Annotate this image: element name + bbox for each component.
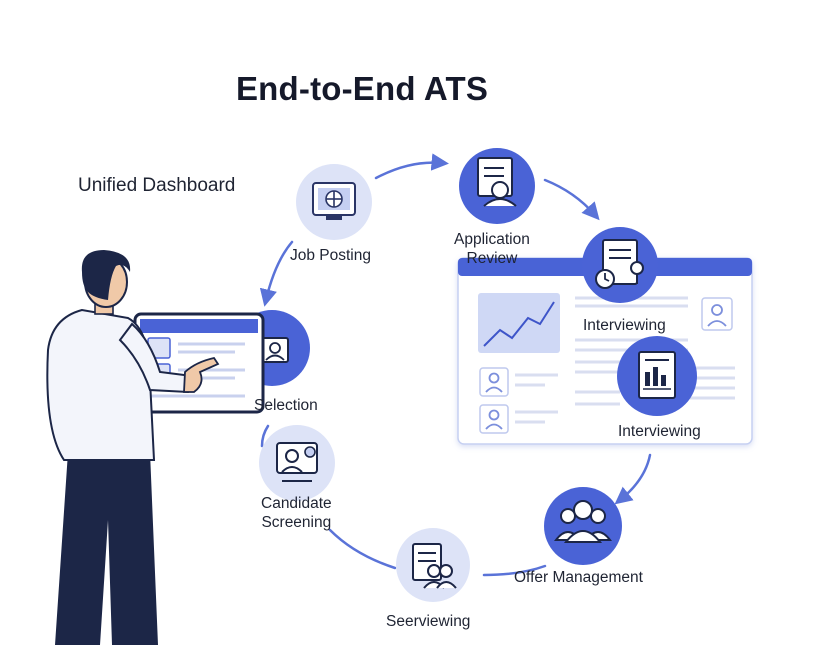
arrow-offer-to-seer	[482, 564, 547, 577]
offer-management-node	[544, 487, 622, 565]
interviewing-top-label: Interviewing	[583, 317, 666, 334]
avatar-icon	[701, 297, 733, 331]
candidate-screening-label-line1: Candidate	[261, 495, 332, 512]
chat-person-icon	[276, 442, 318, 482]
seerviewing-node	[396, 528, 470, 602]
job-posting-label: Job Posting	[290, 247, 371, 264]
application-review-label-line1: Application	[454, 231, 530, 248]
candidate-screening-label-line2: Screening	[261, 514, 332, 531]
candidate-screening-label: Candidate Screening	[261, 494, 332, 532]
dashboard-label: Unified Dashboard	[78, 175, 236, 196]
group-icon	[553, 500, 613, 543]
interviewing-main-label: Interviewing	[618, 423, 701, 440]
flow-arrows	[259, 153, 652, 577]
document-person-icon	[477, 157, 517, 207]
arrow-review-to-interview	[543, 178, 600, 221]
application-review-label-line2: Review	[466, 250, 518, 267]
selection-label: Selection	[254, 397, 318, 414]
page-title: End-to-End ATS	[235, 70, 489, 107]
interviewing-top-node	[582, 227, 658, 303]
candidate-screening-node	[259, 425, 335, 501]
document-clock-icon	[595, 239, 644, 289]
trend-chart-icon	[478, 293, 560, 353]
offer-management-label: Offer Management	[514, 569, 643, 586]
person-card-icon	[261, 337, 289, 363]
arrow-seer-to-screening	[328, 528, 397, 570]
interviewing-main-node	[617, 336, 697, 416]
seerviewing-label: Seerviewing	[386, 613, 471, 630]
application-review-label: Application Review	[454, 230, 530, 268]
arrow-dashboard-to-offer	[614, 453, 652, 505]
avatar-icon	[479, 367, 509, 397]
arrow-jobposting-to-review	[374, 153, 449, 180]
arrow-screening-to-selection	[260, 424, 270, 448]
avatar-icon	[479, 404, 509, 434]
arrow-jobposting-to-selection	[259, 240, 294, 307]
application-review-node	[459, 148, 535, 224]
monitor-icon	[312, 182, 356, 220]
document-group-icon	[412, 543, 457, 589]
job-posting-node	[296, 164, 372, 240]
person-illustration	[46, 250, 220, 645]
bar-chart-document-icon	[638, 351, 676, 399]
